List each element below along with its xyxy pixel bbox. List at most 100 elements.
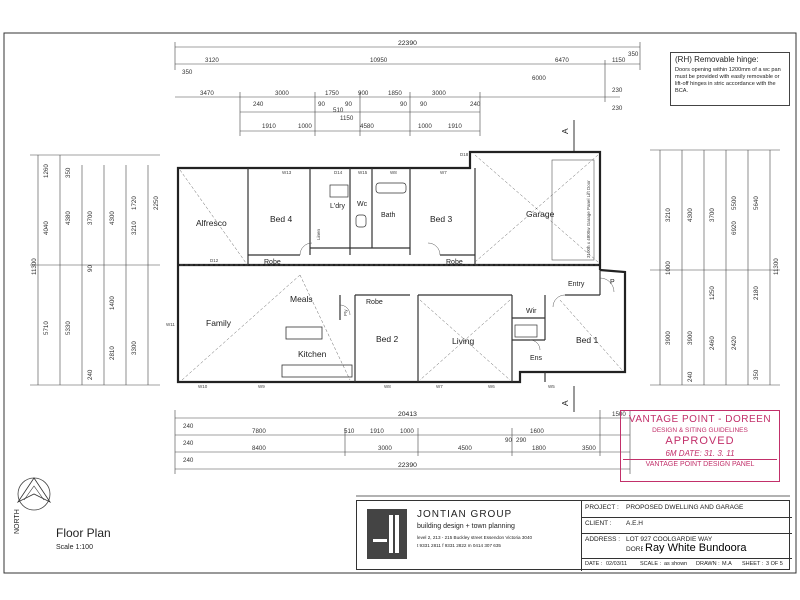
- room-label-meals: Meals: [290, 294, 313, 304]
- top-dim: 1910: [262, 123, 276, 130]
- left-dim: 1400: [109, 296, 116, 310]
- bottom-overall-dim: 22390: [398, 462, 417, 469]
- kitchen-island: [285, 326, 323, 340]
- room-label-bed3: Bed 3: [430, 214, 452, 224]
- laundry-trough: [329, 184, 349, 198]
- date-value: 02/03/11: [606, 561, 628, 567]
- client-row: CLIENT : A.E.H: [582, 517, 792, 534]
- right-dim: 4300: [687, 208, 694, 222]
- wall-tag: W10: [198, 384, 208, 389]
- top-dim: 6470: [555, 57, 569, 64]
- wall-tag: W8: [390, 170, 397, 175]
- top-dim: 900: [358, 90, 369, 97]
- left-dim: 5330: [65, 321, 72, 335]
- bottom-dim: 1800: [532, 445, 546, 452]
- agency-watermark: Ray White Bundoora: [643, 542, 749, 554]
- room-label-bed4: Bed 4: [270, 214, 292, 224]
- bottom-dim: 90: [505, 437, 512, 444]
- sheet-label: SHEET :: [742, 561, 764, 567]
- left-dim: 350: [65, 167, 72, 178]
- left-dim: 1260: [43, 164, 50, 178]
- ensuite-shower: [514, 324, 538, 338]
- approval-stamp: VANTAGE POINT - DOREEN DESIGN & SITING G…: [620, 410, 780, 482]
- top-dim: 1150: [340, 115, 354, 122]
- project-label: PROJECT :: [585, 504, 619, 511]
- right-dim: 2180: [753, 286, 760, 300]
- room-label-pantry: Pty: [343, 309, 348, 316]
- top-dim: 240: [470, 101, 481, 108]
- room-label-bed1: Bed 1: [576, 335, 598, 345]
- wall-tag: W6: [488, 384, 495, 389]
- wall-tag: W5: [548, 384, 555, 389]
- stamp-line: VANTAGE POINT DESIGN PANEL: [623, 459, 777, 468]
- left-dim: 240: [87, 369, 94, 380]
- left-dim: 3210: [131, 221, 138, 235]
- address-row: ADDRESS : LOT 927 COOLGARDIE WAY DOREEN: [582, 533, 792, 559]
- right-dim: 240: [687, 371, 694, 382]
- left-dim: 11300: [31, 258, 38, 275]
- project-row: PROJECT : PROPOSED DWELLING AND GARAGE: [582, 501, 792, 518]
- date-label: DATE :: [585, 561, 603, 567]
- left-dim: 3700: [87, 211, 94, 225]
- plan-title: Floor Plan: [56, 526, 111, 540]
- bottom-dim: 1600: [530, 428, 544, 435]
- title-block-details: PROJECT : PROPOSED DWELLING AND GARAGE C…: [581, 501, 792, 571]
- top-dim: 230: [612, 105, 623, 112]
- room-label-laundry: L'dry: [330, 203, 345, 210]
- top-dim: 1150: [612, 57, 626, 64]
- left-dimensions: [30, 154, 160, 386]
- top-dim: 90: [345, 101, 352, 108]
- left-dim: 2810: [109, 346, 116, 360]
- right-dim: 1250: [709, 286, 716, 300]
- kitchen-bench: [281, 364, 353, 378]
- top-dim: 510: [333, 107, 344, 114]
- room-label-ensuite: Ens: [530, 355, 543, 362]
- stamp-line: APPROVED: [665, 435, 735, 447]
- top-dim: 3120: [205, 57, 219, 64]
- top-dim: 90: [318, 101, 325, 108]
- room-label-wir: Wir: [526, 308, 537, 315]
- bathtub: [375, 182, 407, 194]
- bottom-dimensions: [174, 410, 631, 474]
- bottom-dim: 1910: [370, 428, 384, 435]
- company-tagline: building design + town planning: [417, 523, 515, 530]
- left-dim: 5710: [43, 321, 50, 335]
- bottom-dim: 240: [183, 457, 194, 464]
- left-dim: 4040: [43, 221, 50, 235]
- room-label-porch: P: [610, 279, 615, 286]
- room-label-kitchen: Kitchen: [298, 349, 327, 359]
- plan-scale: Scale 1:100: [56, 544, 93, 551]
- top-dim: 10950: [370, 57, 388, 64]
- north-label: NORTH: [14, 509, 21, 534]
- hinge-note-title: (RH) Removable hinge:: [675, 55, 759, 64]
- wall-tag: D18: [460, 152, 469, 157]
- sheet-value: 3 OF 5: [766, 561, 783, 567]
- bottom-dim: 3000: [378, 445, 392, 452]
- right-dim: 5500: [731, 196, 738, 210]
- interior-walls: [247, 168, 601, 382]
- address-value: LOT 927 COOLGARDIE WAY: [626, 536, 713, 543]
- company-logo-icon: [367, 509, 407, 559]
- top-dim: 1750: [325, 90, 339, 97]
- stamp-line: 6M DATE: 31. 3. 11: [665, 449, 735, 458]
- room-label-wc: Wc: [357, 201, 368, 208]
- top-dim: 1910: [448, 123, 462, 130]
- wall-tag: W8: [384, 384, 391, 389]
- top-dim: 350: [182, 69, 193, 76]
- right-dim: 3700: [709, 208, 716, 222]
- top-dim: 6000: [532, 75, 546, 82]
- right-dimensions: [650, 149, 780, 386]
- left-dim: 1720: [131, 196, 138, 210]
- client-label: CLIENT :: [585, 520, 612, 527]
- room-label-living: Living: [452, 336, 474, 346]
- left-dim: 3300: [131, 341, 138, 355]
- top-dim: 90: [420, 101, 427, 108]
- top-dim: 4580: [360, 123, 374, 130]
- right-dim: 3210: [665, 208, 672, 222]
- bottom-dim: 7800: [252, 428, 266, 435]
- bottom-dim: 240: [183, 423, 194, 430]
- top-dim: 1000: [418, 123, 432, 130]
- right-dim: 11300: [773, 258, 780, 275]
- hinge-note-body: Doors opening within 1200mm of a wc pan …: [675, 67, 781, 94]
- top-dim: 90: [400, 101, 407, 108]
